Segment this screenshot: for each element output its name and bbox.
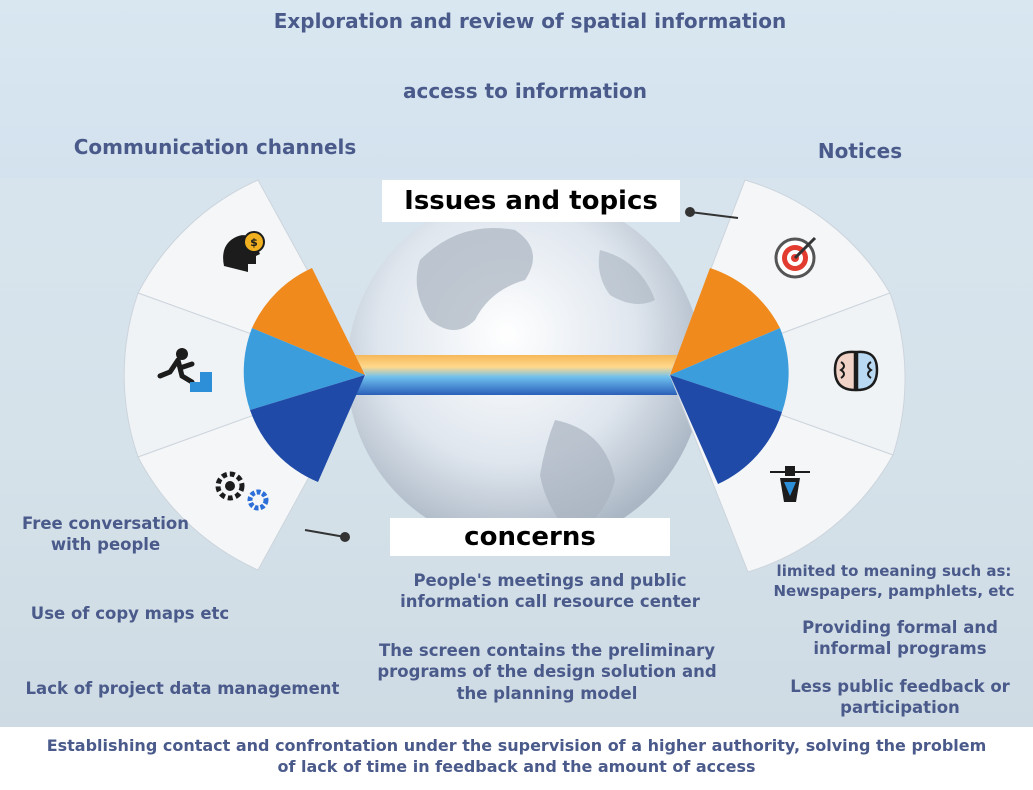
left-heading: Communication channels (73, 135, 357, 159)
footer-band (0, 727, 1033, 790)
limited-meaning-text: limited to meaning such as: Newspapers, … (773, 562, 1015, 600)
programs-text: Providing formal and informal programs (802, 618, 998, 659)
connector-right (685, 207, 739, 219)
head-coin-icon: $ (223, 231, 265, 272)
free-conversation-text: Free conversation with people (21, 514, 189, 555)
pen-nib-icon (770, 466, 810, 502)
meetings-text: People's meetings and public information… (400, 571, 700, 612)
running-stairs-icon (157, 348, 212, 392)
top-band (0, 0, 1033, 178)
data-management-text: Lack of project data management (25, 679, 340, 698)
copy-maps-text: Use of copy maps etc (30, 604, 230, 623)
connector-left (304, 529, 350, 542)
screen-text: The screen contains the preliminary prog… (377, 641, 717, 703)
infographic-art: $ (123, 179, 906, 573)
feedback-text: Less public feedback or participation (790, 677, 1010, 718)
brain-icon (833, 350, 879, 392)
svg-text:$: $ (250, 236, 258, 249)
center-bar (350, 355, 690, 395)
right-fan (668, 179, 906, 573)
subtitle: access to information (403, 79, 647, 103)
target-icon (774, 236, 817, 279)
right-heading: Notices (817, 139, 903, 163)
issues-label: Issues and topics (382, 180, 680, 222)
concerns-label: concerns (390, 518, 670, 556)
left-fan (123, 179, 367, 571)
gears-icon (215, 471, 269, 511)
footer-text: Establishing contact and confrontation u… (46, 736, 987, 776)
page-title: Exploration and review of spatial inform… (273, 9, 787, 33)
